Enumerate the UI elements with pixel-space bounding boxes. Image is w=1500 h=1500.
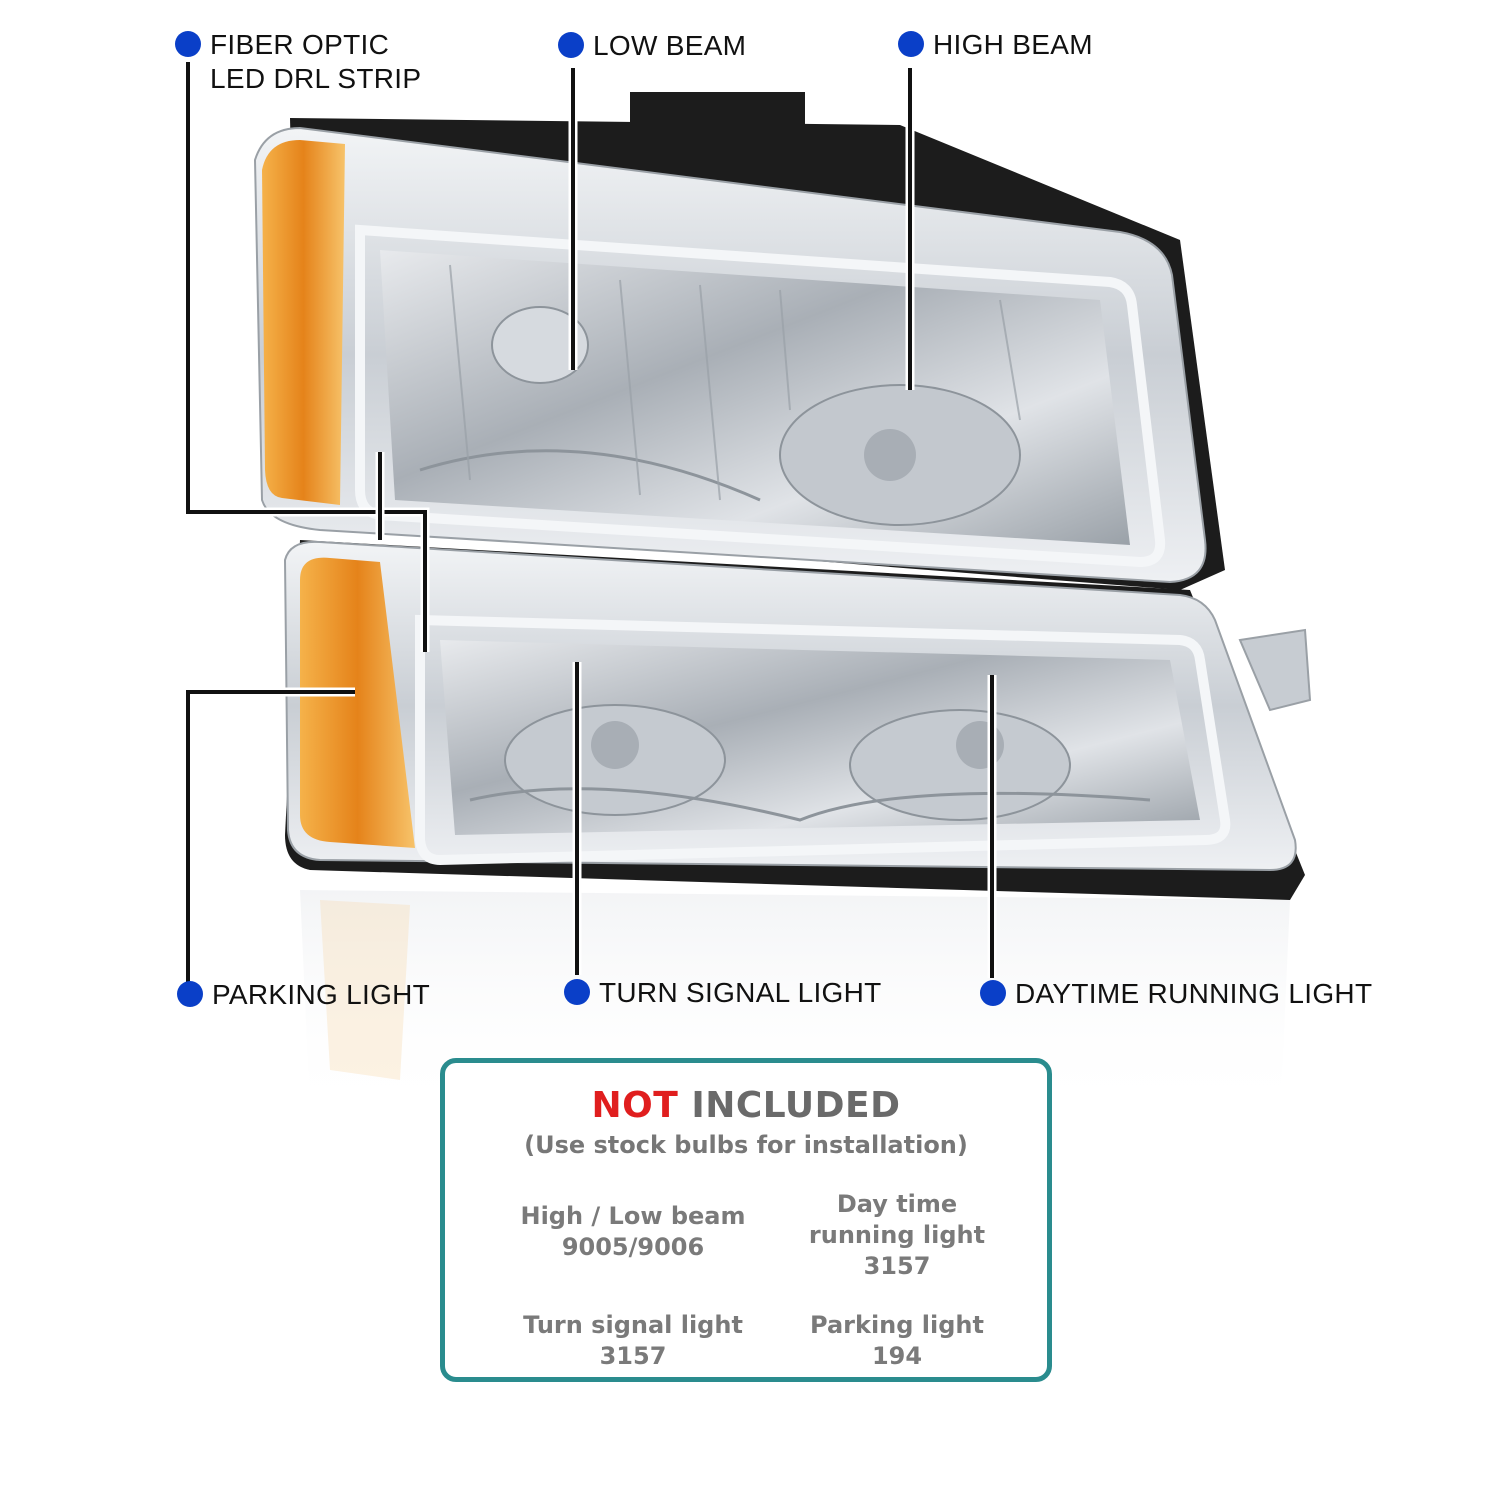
bulb-item-line: running light	[808, 1221, 986, 1249]
lower-amber-marker	[300, 557, 415, 848]
callout-turn-signal: TURN SIGNAL LIGHT	[564, 976, 882, 1010]
drl-reflector	[849, 709, 1071, 821]
upper-headlight	[253, 92, 1225, 590]
turn-signal-label: TURN SIGNAL LIGHT	[599, 977, 882, 1008]
bulb-item-high-low-beam: High / Low beam 9005/9006	[483, 1201, 783, 1263]
not-word: NOT	[591, 1085, 679, 1126]
box-subtitle: (Use stock bulbs for installation)	[524, 1131, 968, 1159]
bulb-item-line: 9005/9006	[561, 1233, 705, 1261]
leader-lines	[183, 62, 997, 985]
callout-daytime-running: DAYTIME RUNNING LIGHT	[980, 977, 1372, 1011]
upper-amber-marker	[262, 140, 345, 505]
bullet-dot-icon	[175, 31, 201, 57]
callout-parking-light: PARKING LIGHT	[177, 978, 430, 1012]
upper-drl-strip	[355, 224, 1166, 568]
parking-light-label: PARKING LIGHT	[212, 979, 431, 1010]
bulb-item-line: 3157	[599, 1342, 667, 1370]
bulb-item-line: High / Low beam	[520, 1202, 746, 1230]
side-tab	[1238, 628, 1312, 712]
box-title: NOT INCLUDED	[445, 1085, 1047, 1126]
bulb-item-parking-light: Parking light 194	[747, 1310, 1047, 1372]
fiber-optic-line1: FIBER OPTIC	[210, 29, 390, 60]
lower-turn-lamp	[283, 540, 1312, 900]
bulb-item-turn-signal: Turn signal light 3157	[483, 1310, 783, 1372]
callout-low-beam: LOW BEAM	[558, 29, 746, 63]
bulb-item-line: 194	[871, 1342, 923, 1370]
bulb-item-line: Turn signal light	[523, 1311, 743, 1339]
bulb-item-line: Parking light	[810, 1311, 984, 1339]
high-beam-label: HIGH BEAM	[933, 29, 1093, 60]
bullet-dot-icon	[564, 979, 590, 1005]
bullet-dot-icon	[177, 981, 203, 1007]
callout-fiber-optic: FIBER OPTIC LED DRL STRIP	[175, 28, 421, 96]
low-beam-bulb	[491, 306, 589, 384]
bullet-dot-icon	[980, 980, 1006, 1006]
bullet-dot-icon	[558, 32, 584, 58]
bulb-item-line: Day time	[836, 1190, 958, 1218]
lower-drl-strip	[415, 614, 1231, 866]
included-word: INCLUDED	[691, 1085, 901, 1126]
low-beam-label: LOW BEAM	[593, 30, 747, 61]
fiber-optic-label: FIBER OPTIC LED DRL STRIP	[210, 28, 421, 96]
mounting-bracket	[630, 92, 805, 167]
bullet-dot-icon	[898, 31, 924, 57]
bulbs-not-included-box: NOT INCLUDED (Use stock bulbs for instal…	[440, 1058, 1052, 1382]
daytime-running-label: DAYTIME RUNNING LIGHT	[1015, 978, 1373, 1009]
bulb-item-day-time-running: Day time running light 3157	[747, 1189, 1047, 1282]
callout-high-beam: HIGH BEAM	[898, 28, 1093, 62]
fiber-optic-line2: LED DRL STRIP	[210, 63, 422, 94]
bulb-item-line: 3157	[863, 1252, 931, 1280]
